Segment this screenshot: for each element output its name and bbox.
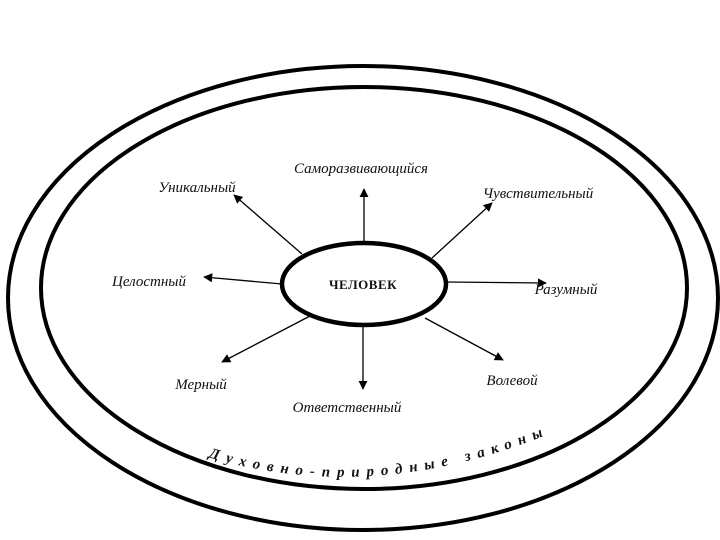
arrow-right — [445, 278, 547, 288]
label-right: Разумный — [534, 282, 598, 298]
arrow-top-left — [233, 194, 303, 255]
arrow-left — [203, 273, 283, 285]
arrow-bottom-right — [424, 317, 504, 361]
outer-ellipse — [6, 64, 720, 532]
inner-ellipse — [39, 85, 689, 491]
arrow-top-right — [431, 202, 493, 259]
label-top-right: Чувствительный — [483, 186, 594, 202]
label-left: Целостный — [111, 274, 186, 290]
arrow-bottom-left — [221, 315, 311, 363]
label-bottom: Ответственный — [293, 400, 402, 416]
label-top-left: Уникальный — [158, 180, 236, 196]
label-bottom-right: Волевой — [486, 373, 538, 389]
center-label: ЧЕЛОВЕК — [329, 277, 397, 292]
label-top: Саморазвивающийся — [294, 161, 428, 177]
label-bottom-left: Мерный — [174, 377, 227, 393]
